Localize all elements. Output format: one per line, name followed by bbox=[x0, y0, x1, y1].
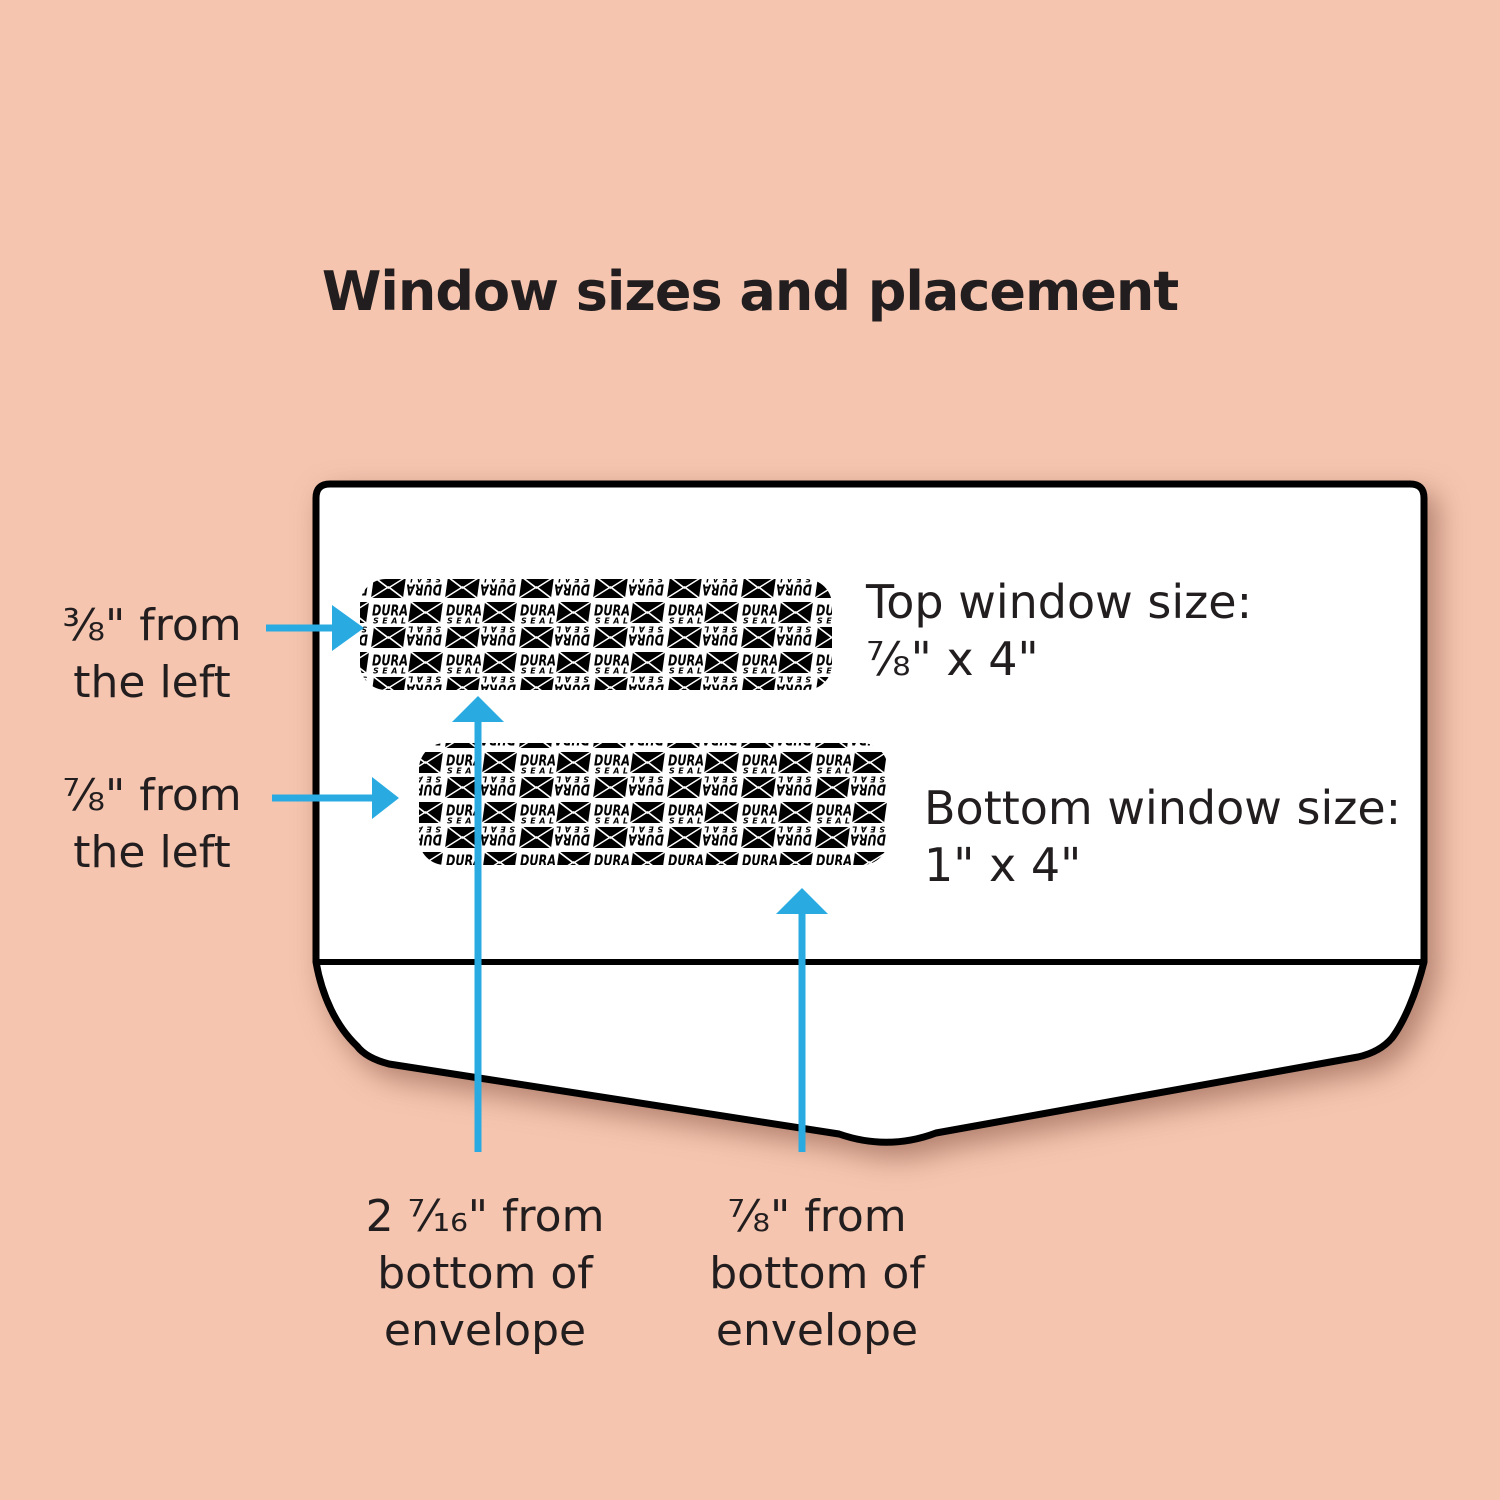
label-line: 1" x 4" bbox=[924, 838, 1082, 892]
label-top-window-size: Top window size: ⅞" x 4" bbox=[866, 574, 1426, 688]
arrow-left-bottom-head-icon bbox=[372, 777, 399, 819]
label-line: envelope bbox=[383, 1305, 587, 1356]
label-bottom-window-size: Bottom window size: 1" x 4" bbox=[924, 780, 1484, 894]
top-window bbox=[360, 579, 832, 690]
label-line: bottom of bbox=[709, 1248, 925, 1299]
arrow-left-top-head-icon bbox=[332, 605, 364, 651]
label-line: envelope bbox=[715, 1305, 919, 1356]
label-line: ⅜" from bbox=[62, 600, 242, 651]
label-line: ⅞" x 4" bbox=[866, 632, 1039, 686]
label-left-offset-bottom-window: ⅞" from the left bbox=[17, 767, 287, 881]
label-line: bottom of bbox=[377, 1248, 593, 1299]
label-line: Bottom window size: bbox=[924, 781, 1402, 835]
label-line: the left bbox=[73, 827, 231, 878]
label-line: Top window size: bbox=[866, 575, 1253, 629]
label-line: 2 ⁷⁄₁₆" from bbox=[365, 1191, 605, 1242]
label-left-offset-top-window: ⅜" from the left bbox=[17, 597, 287, 711]
label-bottom-window-bottom-offset: ⅞" from bottom of envelope bbox=[657, 1188, 977, 1359]
measurement-arrows bbox=[266, 605, 828, 1152]
label-top-window-bottom-offset: 2 ⁷⁄₁₆" from bottom of envelope bbox=[325, 1188, 645, 1359]
bottom-window bbox=[419, 743, 888, 865]
label-line: ⅞" from bbox=[727, 1191, 907, 1242]
arrow-bottom-window-head-icon bbox=[776, 888, 828, 914]
envelope bbox=[312, 480, 1428, 1146]
arrow-top-window-head-icon bbox=[452, 696, 504, 722]
label-line: the left bbox=[73, 657, 231, 708]
page-title: Window sizes and placement bbox=[321, 260, 1179, 323]
label-line: ⅞" from bbox=[62, 770, 242, 821]
